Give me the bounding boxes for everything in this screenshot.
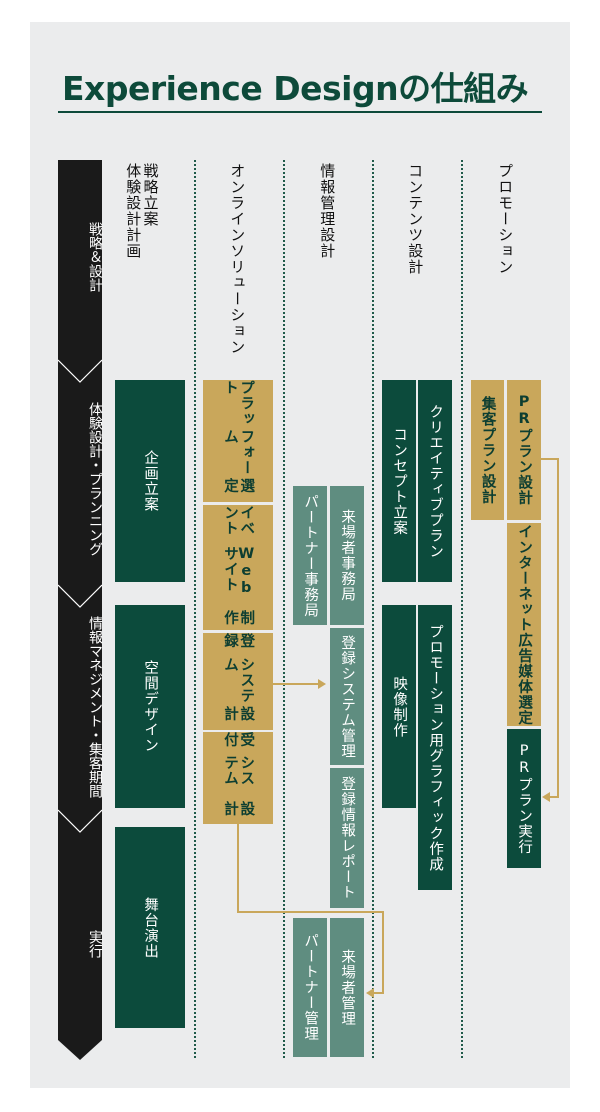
column-header-info: 情報管理設計 (318, 163, 337, 259)
phase-arrow (58, 160, 102, 1060)
box-visitor-mgmt: 来場者管理 (330, 918, 364, 1057)
box-partner-mgmt: パートナー管理 (293, 918, 327, 1057)
box-reg-report: 登録情報レポート (330, 768, 364, 908)
box-space-design: 空間デザイン (115, 605, 185, 808)
box-pr-exec: PRプラン実行 (507, 729, 541, 868)
phase-execution: 実行 (87, 930, 103, 958)
box-partner-office: パートナー事務局 (293, 486, 327, 625)
box-reception-system: 受付システム設計 (203, 732, 273, 824)
column-header-content: コンテンツ設計 (406, 163, 425, 275)
box-reg-system: 登録システム設計 (203, 633, 273, 730)
box-concept: コンセプト立案 (382, 380, 416, 582)
box-visitor-office: 来場者事務局 (330, 486, 364, 625)
box-reg-mgmt: 登録システム管理 (330, 628, 364, 765)
box-ad-media: インターネット広告媒体選定 (507, 523, 541, 726)
box-graphics: プロモーション用グラフィック作成 (418, 605, 452, 890)
phase-strategy: 戦略＆設計 (87, 222, 103, 292)
column-header-promotion: プロモーション (496, 163, 515, 275)
box-attract-plan: 集客プラン設計 (471, 380, 504, 520)
column-divider (194, 160, 196, 1058)
title-divider (58, 111, 542, 113)
phase-management: 情報マネジメント・集客期間 (87, 616, 103, 798)
column-divider (283, 160, 285, 1058)
box-platform: プラットフォーム選定 (203, 380, 273, 502)
box-creative: クリエイティブプラン (418, 380, 452, 582)
page-title: Experience Designの仕組み (62, 69, 529, 108)
box-planning: 企画立案 (115, 380, 185, 582)
column-divider (461, 160, 463, 1058)
phase-planning: 体験設計・プランニング (87, 402, 103, 556)
box-pr-plan: PRプラン設計 (507, 380, 541, 520)
column-header-online: オンラインソリューション (228, 163, 247, 355)
column-header-strategy: 戦略立案体験設計計画 (124, 163, 160, 259)
column-divider (372, 160, 374, 1058)
box-stage: 舞台演出 (115, 827, 185, 1028)
box-video: 映像制作 (382, 605, 416, 808)
